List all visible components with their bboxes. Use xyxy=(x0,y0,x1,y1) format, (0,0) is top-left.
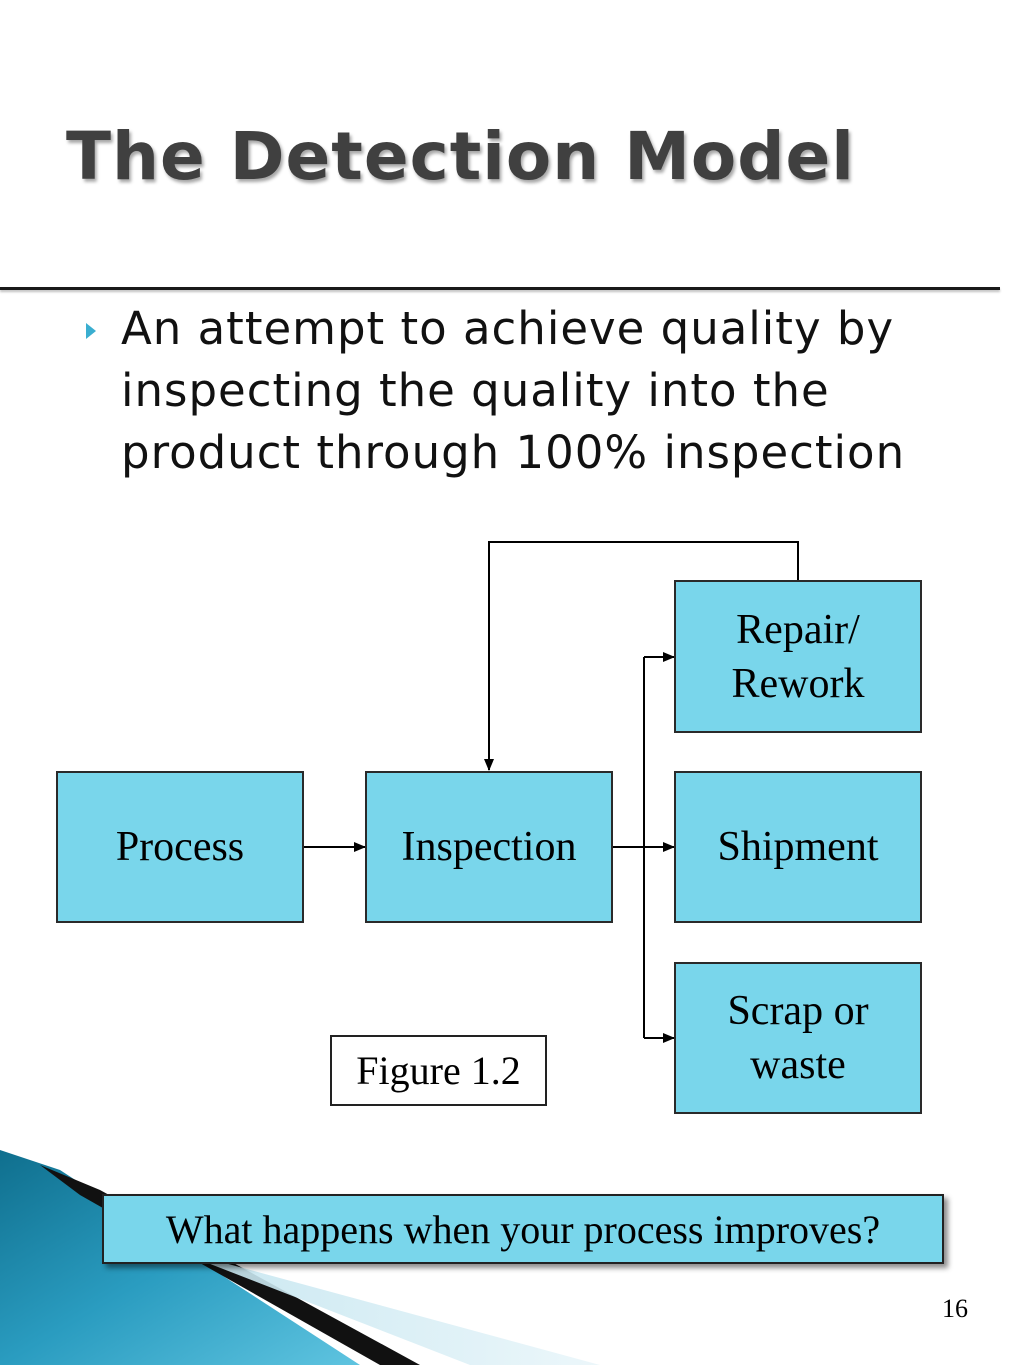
node-scrap-waste: Scrap or waste xyxy=(674,962,922,1114)
edge-repair-inspection xyxy=(484,541,799,771)
node-shipment: Shipment xyxy=(674,771,922,923)
bullet-arrow-icon xyxy=(86,323,96,339)
slide-number: 16 xyxy=(942,1294,968,1323)
slide-title: The Detection Model xyxy=(66,118,855,195)
node-process: Process xyxy=(56,771,304,923)
figure-caption: Figure 1.2 xyxy=(330,1035,547,1106)
node-inspection: Inspection xyxy=(365,771,613,923)
bullet-text: An attempt to achieve quality by inspect… xyxy=(121,302,906,479)
question-callout: What happens when your process improves? xyxy=(102,1194,944,1264)
node-repair-rework: Repair/ Rework xyxy=(674,580,922,733)
title-divider xyxy=(0,287,1000,290)
